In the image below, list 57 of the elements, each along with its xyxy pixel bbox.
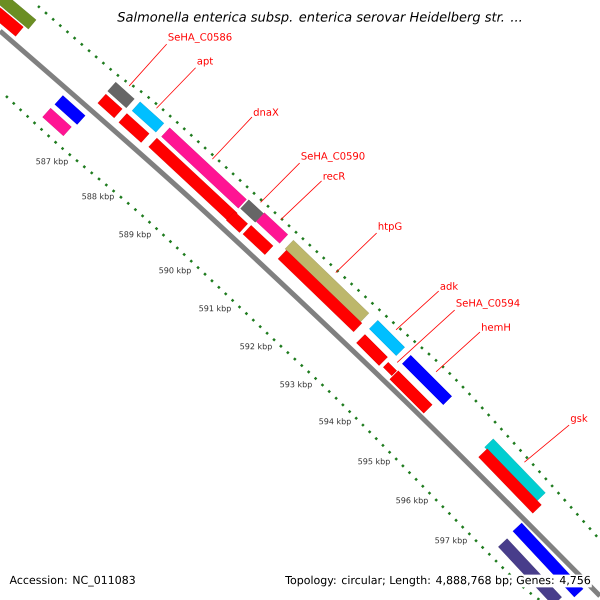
gene-bar [108, 82, 134, 108]
gene-bar [42, 108, 72, 136]
gene-bar [369, 320, 405, 356]
gene-bar [390, 370, 432, 414]
gene-bar [484, 438, 546, 502]
gene-bar [284, 240, 370, 322]
leader-line [396, 310, 456, 363]
gene-label: hemH [482, 323, 510, 331]
gene-bar [0, 0, 36, 30]
leader-line [128, 44, 168, 86]
gene-bar [402, 355, 452, 405]
gene-label: dnaX [254, 108, 279, 116]
gene-label: adk [440, 282, 458, 290]
tick-label: 589 kbp [118, 230, 152, 240]
leader-line [212, 116, 252, 160]
gene-bar [0, 8, 24, 36]
gene-bar [132, 102, 164, 132]
gene-bar [356, 334, 388, 366]
gene-label: htpG [378, 222, 402, 232]
tick-label: 597 kbp [434, 536, 468, 546]
tick-label: 588 kbp [81, 192, 115, 202]
tick-label: 596 kbp [395, 496, 429, 506]
leader-line [156, 67, 196, 109]
tick-label: 590 kbp [158, 266, 192, 276]
gene-label: recR [324, 172, 345, 180]
tick-label: 593 kbp [279, 380, 313, 390]
tick-label: 592 kbp [239, 342, 273, 352]
gene-bar [383, 362, 397, 376]
tick-label: 591 kbp [198, 304, 232, 314]
tick-label: 594 kbp [318, 418, 352, 426]
tick-label: 595 kbp [357, 458, 391, 466]
gene-bar [98, 94, 122, 118]
leader-line [396, 290, 440, 330]
gene-label: gsk [570, 414, 588, 424]
gene-bar [278, 250, 362, 332]
leader-line [524, 424, 570, 463]
gene-bar [240, 200, 264, 222]
gene-bar [118, 113, 150, 143]
gene-bar [478, 448, 542, 514]
leader-line [280, 180, 322, 220]
gene-bar [54, 95, 86, 125]
accession-text: Accession: NC_011083 [10, 576, 135, 586]
gene-bar [148, 138, 238, 222]
gene-label: apt [197, 57, 213, 67]
gene-label: SeHA_C0586 [168, 33, 232, 43]
summary-text: Topology: circular; Length: 4,888,768 bp; Genes: 4,756 [284, 574, 592, 588]
gene-bar [226, 211, 248, 233]
tick-label: 587 kbp [35, 158, 69, 166]
leader-line [436, 332, 480, 372]
gene-bar [242, 225, 274, 255]
gene-bar [161, 128, 247, 208]
gene-bar [256, 212, 288, 244]
gene-label: SeHA_C0594 [456, 299, 520, 309]
gene-label: SeHA_C0590 [302, 152, 364, 162]
leader-line [260, 162, 300, 203]
title: Salmonella enterica subsp. enterica serovar Heidelberg str. ... [117, 12, 522, 24]
leader-line [335, 232, 378, 273]
